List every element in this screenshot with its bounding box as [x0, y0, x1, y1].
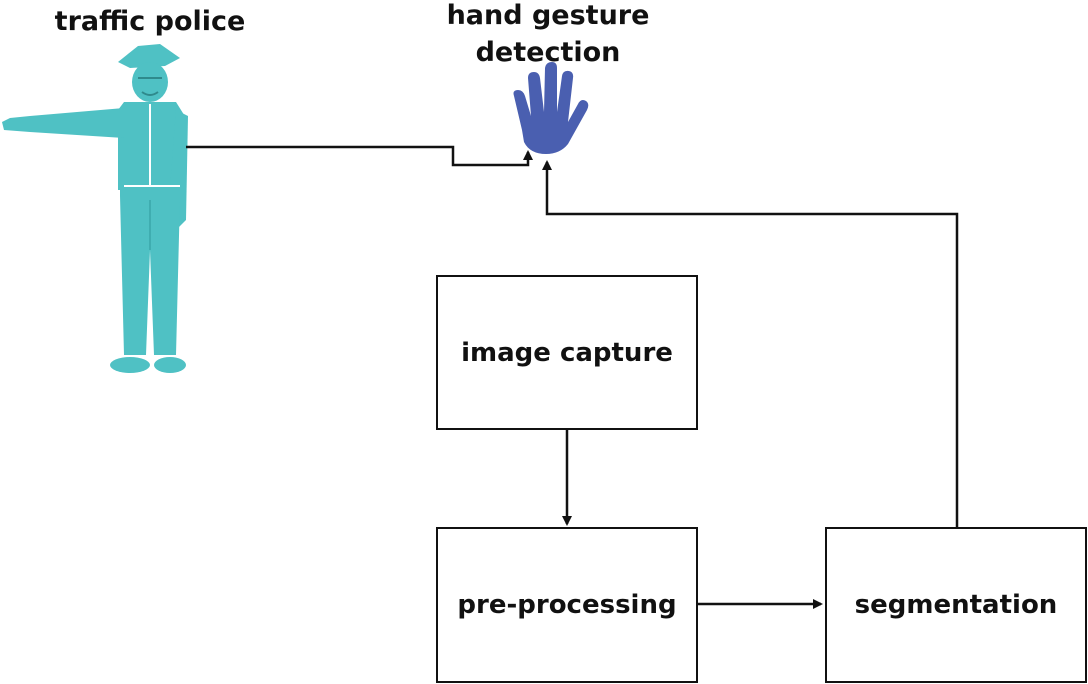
pre-processing-box: pre-processing [436, 527, 698, 683]
police-to-hand-connector [186, 145, 533, 167]
hand-gesture-label-line2: detection [475, 37, 621, 68]
traffic-police-icon [2, 44, 188, 373]
segmentation-to-hand-connector [542, 160, 959, 527]
hand-icon [513, 62, 589, 154]
hand-gesture-label-line1: hand gesture [446, 0, 650, 31]
pre-processing-label: pre-processing [457, 590, 677, 620]
segmentation-box: segmentation [825, 527, 1087, 683]
image-capture-label: image capture [461, 337, 673, 368]
traffic-police-label: traffic police [54, 6, 246, 37]
image-capture-box: image capture [436, 275, 698, 430]
segmentation-label: segmentation [854, 590, 1058, 620]
